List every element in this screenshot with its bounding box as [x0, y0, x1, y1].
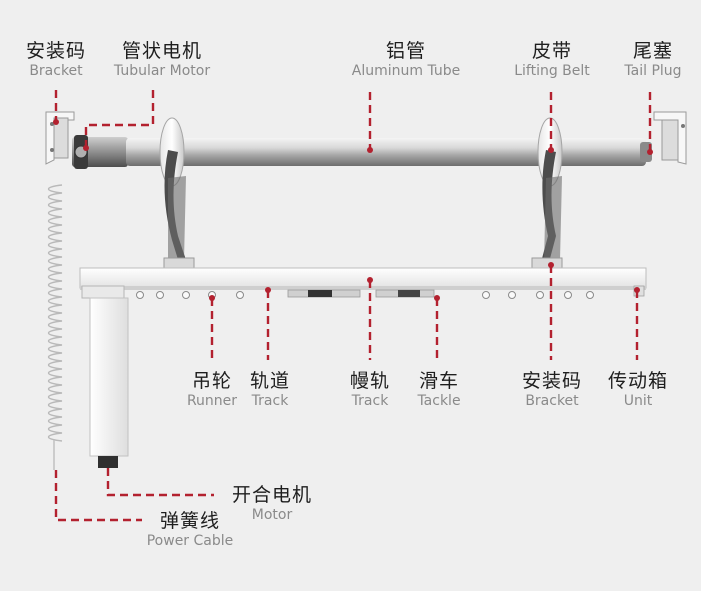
left-bracket — [45, 111, 75, 165]
left-lifting-belt — [159, 117, 195, 269]
leader-lines — [54, 90, 652, 522]
tubular-motor — [72, 135, 128, 169]
leader-dot — [434, 295, 440, 301]
right-lifting-belt — [531, 117, 563, 269]
leader-dot — [367, 277, 373, 283]
spring-power-cable — [47, 184, 63, 442]
leader-dot — [265, 287, 271, 293]
runner-wheel — [508, 291, 516, 299]
leader-dot — [367, 147, 373, 153]
leader-dot — [548, 147, 554, 153]
leader-dot — [83, 145, 89, 151]
leader-dot — [53, 119, 59, 125]
leader-dot — [209, 295, 215, 301]
leader-dots — [53, 119, 653, 301]
runner-group — [136, 291, 594, 299]
right-bracket — [653, 111, 687, 165]
runner-wheel — [482, 291, 490, 299]
runner-wheel — [182, 291, 190, 299]
runner-wheel — [136, 291, 144, 299]
runner-wheel — [564, 291, 572, 299]
leader-dot — [647, 149, 653, 155]
runner-wheel — [536, 291, 544, 299]
leader-dot — [634, 287, 640, 293]
leader-dot — [548, 262, 554, 268]
runner-wheel — [586, 291, 594, 299]
curtain-track — [79, 267, 647, 298]
runner-wheel — [156, 291, 164, 299]
runner-wheel — [236, 291, 244, 299]
drive-unit — [81, 285, 645, 468]
aluminum-tube — [126, 138, 646, 166]
